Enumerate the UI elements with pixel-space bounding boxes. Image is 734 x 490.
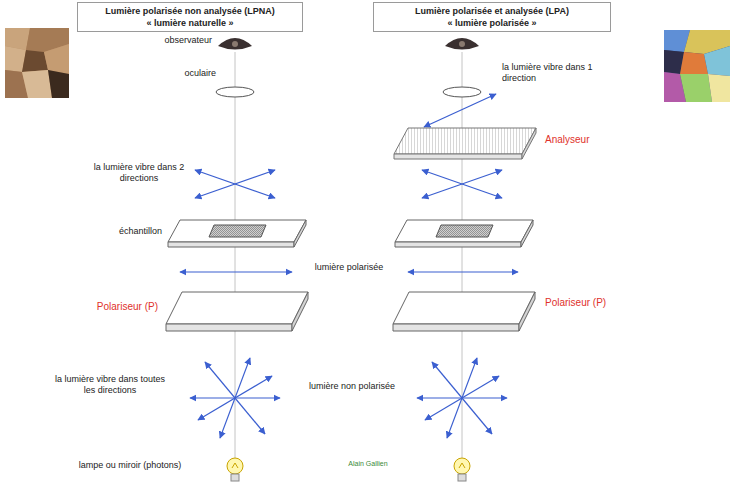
annotation-label: lampe ou miroir (photons) [74, 460, 186, 471]
vibration-arrow [424, 94, 496, 127]
observer-eye [445, 38, 479, 50]
thin-section-photo [5, 28, 69, 98]
thin-section-photo [664, 30, 730, 102]
vibration-arrow [180, 271, 292, 272]
annotation-label: oculaire [150, 68, 216, 79]
observer-eye [218, 38, 252, 50]
vibration-arrows [195, 170, 502, 198]
annotation-label: lumière non polarisée [300, 381, 404, 392]
vibration-star [190, 358, 507, 438]
annotation-label: la lumière vibre dans 1 direction [502, 62, 594, 84]
annotation-label: échantillon [96, 226, 162, 237]
annotation-label: observateur [140, 35, 212, 46]
analyser-plate [394, 128, 536, 159]
polariser-plate [166, 292, 308, 331]
ocular-lens [443, 87, 481, 97]
lamp-bulb [227, 458, 243, 481]
heading-subtitle: « lumière polarisée » [382, 17, 602, 29]
ocular-lens [216, 87, 254, 97]
annotation-label: la lumière vibre dans 2 directions [90, 162, 188, 184]
annotation-label: lumière polarisée [306, 262, 392, 273]
heading-text: Lumière polarisée et analysée (LPA) [382, 5, 602, 17]
column-heading: Lumière polarisée et analysée (LPA)« lum… [373, 2, 611, 32]
part-name: Polariseur (P) [62, 301, 158, 312]
part-name: Analyseur [545, 134, 625, 145]
sample-slide [168, 220, 306, 247]
column-heading: Lumière polarisée non analysée (LPNA)« l… [77, 2, 303, 32]
vibration-arrow [408, 271, 518, 272]
heading-subtitle: « lumière naturelle » [86, 17, 294, 29]
heading-text: Lumière polarisée non analysée (LPNA) [86, 5, 294, 17]
lamp-bulb [454, 458, 470, 481]
part-name: Polariseur (P) [545, 297, 641, 308]
polariser-plate [393, 292, 535, 331]
watermark: Alain Gallien [318, 458, 418, 469]
annotation-label: la lumière vibre dans toutes les directi… [48, 374, 172, 396]
sample-slide [395, 220, 533, 247]
